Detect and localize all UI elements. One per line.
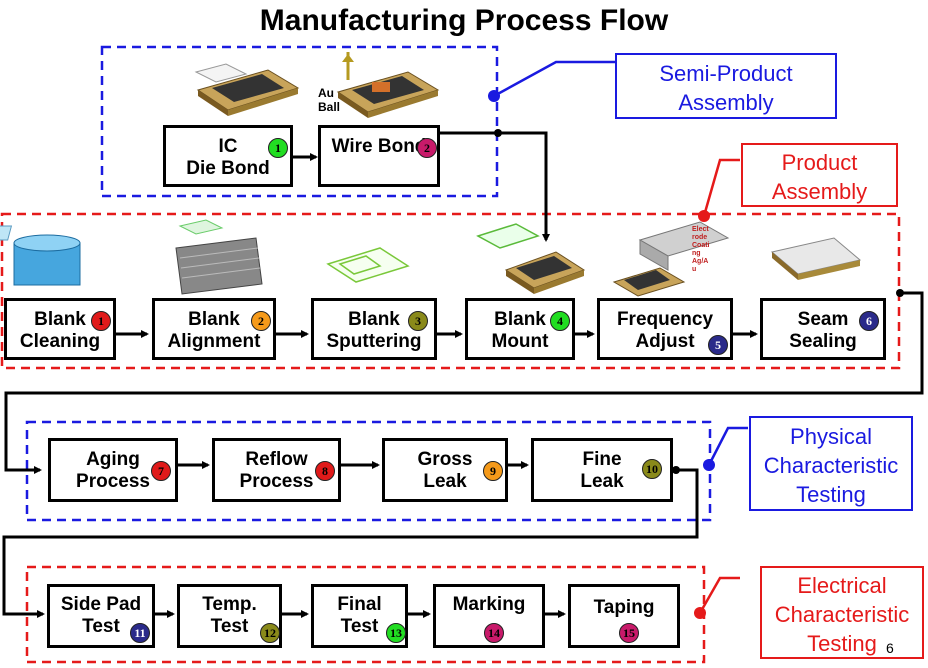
callout-line-physical	[707, 426, 748, 466]
step-blank-cleaning: Blank Cleaning 1	[4, 298, 116, 360]
step-number-badge: 10	[642, 459, 662, 479]
page-title: Manufacturing Process Flow	[259, 4, 669, 37]
step-final-test: Final Test 13	[311, 584, 408, 648]
callout-line-product	[702, 158, 740, 217]
callout-dot-electrical	[694, 607, 706, 619]
step-number-badge: 11	[130, 623, 150, 643]
callout-dot-physical	[703, 459, 715, 471]
step-frequency-adjust: Frequency Adjust 5	[597, 298, 733, 360]
callout-electrical: Electrical Characteristic Testing	[760, 566, 924, 659]
step-number-badge: 1	[268, 138, 288, 158]
mount-package-image	[476, 223, 586, 294]
callout-line-semi	[493, 60, 615, 98]
step-number-badge: 1	[91, 311, 111, 331]
step-reflow-process: Reflow Process 8	[212, 438, 341, 502]
ic-package-image	[194, 63, 300, 116]
callout-product: Product Assembly	[741, 143, 898, 207]
alignment-tray-image	[175, 219, 263, 295]
group-product	[0, 212, 901, 370]
step-side-pad-test: Side Pad Test 11	[47, 584, 155, 648]
step-temp-test: Temp. Test 12	[177, 584, 282, 648]
step-blank-mount: Blank Mount 4	[465, 298, 575, 360]
group-semi-product	[100, 45, 499, 198]
step-number-badge: 2	[251, 311, 271, 331]
au-ball-label: Au Ball	[318, 86, 341, 114]
callout-dot-product	[698, 210, 710, 222]
step-number-badge: 9	[483, 461, 503, 481]
step-taping: Taping 15	[568, 584, 680, 648]
step-ic-die-bond: IC Die Bond 1	[163, 125, 293, 187]
callout-physical: Physical Characteristic Testing	[749, 416, 913, 511]
step-aging-process: Aging Process 7	[48, 438, 178, 502]
frequency-machine-image	[612, 221, 730, 297]
seam-lid-image	[770, 237, 862, 280]
step-number-badge: 13	[386, 623, 406, 643]
callout-semi-product: Semi-Product Assembly	[615, 53, 837, 119]
frequency-image-text: Elect rode Coati ng Ag/A u	[692, 226, 710, 273]
arrow-10-11	[2, 468, 699, 618]
step-number-badge: 14	[484, 623, 504, 643]
step-blank-alignment: Blank Alignment 2	[152, 298, 276, 360]
step-marking: Marking 14	[433, 584, 545, 648]
step-wire-bond: Wire Bond 2	[318, 125, 440, 187]
arrow-wire-to-mount	[440, 131, 550, 242]
wire-bond-package-image	[336, 52, 440, 118]
step-number-badge: 3	[408, 311, 428, 331]
arrow-6-7	[4, 291, 924, 474]
sputter-blank-image	[326, 247, 410, 283]
step-number-badge: 8	[315, 461, 335, 481]
step-number-badge: 4	[550, 311, 570, 331]
step-blank-sputtering: Blank Sputtering 3	[311, 298, 437, 360]
step-number-badge: 2	[417, 138, 437, 158]
page-number: 6	[886, 640, 894, 656]
callout-line-electrical	[698, 576, 740, 614]
step-fine-leak: Fine Leak 10	[531, 438, 673, 502]
step-gross-leak: Gross Leak 9	[382, 438, 508, 502]
step-number-badge: 7	[151, 461, 171, 481]
step-number-badge: 15	[619, 623, 639, 643]
step-seam-sealing: Seam Sealing 6	[760, 298, 886, 360]
step-number-badge: 6	[859, 311, 879, 331]
step-number-badge: 5	[708, 335, 728, 355]
step-number-badge: 12	[260, 623, 280, 643]
callout-dot-semi	[488, 90, 500, 102]
cleaning-tank-image	[0, 225, 81, 286]
